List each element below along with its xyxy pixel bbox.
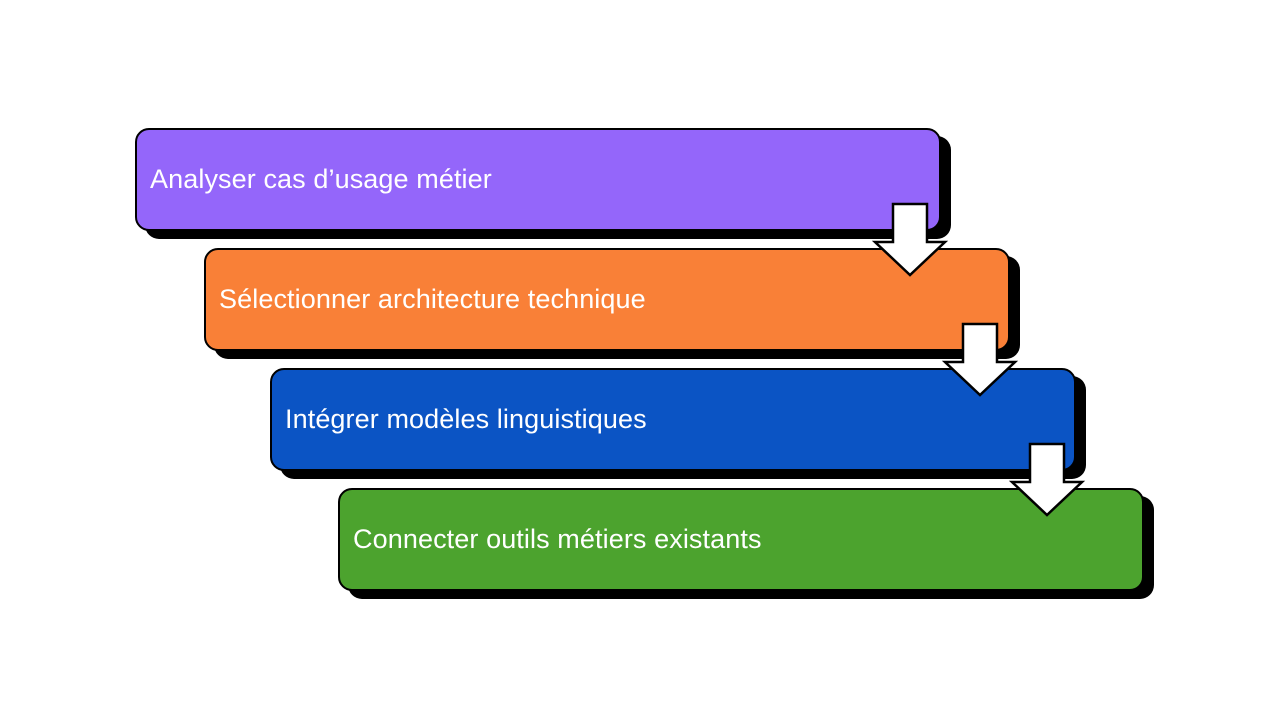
process-step-label: Sélectionner architecture technique [219,283,646,314]
process-step-integrer-modeles-linguistiques[interactable]: Intégrer modèles linguistiques [270,368,1076,471]
process-step-selectionner-architecture-technique[interactable]: Sélectionner architecture technique [204,248,1010,351]
down-arrow-icon-1 [871,202,949,277]
process-step-label: Analyser cas d’usage métier [150,163,492,194]
process-step-label: Connecter outils métiers existants [353,523,762,554]
down-arrow-icon-3 [1008,442,1086,517]
process-step-connecter-outils-metiers-existants[interactable]: Connecter outils métiers existants [338,488,1144,591]
process-step-analyser-cas-usage-metier[interactable]: Analyser cas d’usage métier [135,128,941,231]
down-arrow-icon-2 [941,322,1019,397]
process-step-label: Intégrer modèles linguistiques [285,403,647,434]
